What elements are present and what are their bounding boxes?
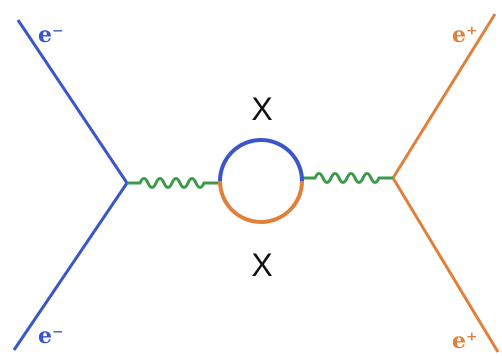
label-loop-bottom: X bbox=[251, 247, 272, 283]
photon-propagator-right bbox=[302, 172, 393, 184]
loop-top-arc bbox=[218, 138, 304, 182]
photon-propagator-left bbox=[127, 177, 220, 189]
positron-line-bottom-right bbox=[391, 177, 500, 353]
electron-line-bottom-left bbox=[12, 182, 129, 351]
label-bottom-right: e⁺ bbox=[452, 328, 478, 354]
label-top-left: e⁻ bbox=[38, 22, 64, 48]
particle-loop bbox=[218, 138, 304, 224]
electron-line-top-left bbox=[16, 19, 129, 184]
right-vertex-lines bbox=[391, 13, 500, 353]
label-loop-top: X bbox=[251, 91, 272, 127]
positron-line-top-right bbox=[391, 13, 497, 179]
loop-bottom-arc bbox=[218, 180, 304, 224]
label-top-right: e⁺ bbox=[452, 22, 478, 48]
label-bottom-left: e⁻ bbox=[38, 323, 64, 349]
left-vertex-lines bbox=[12, 19, 129, 351]
